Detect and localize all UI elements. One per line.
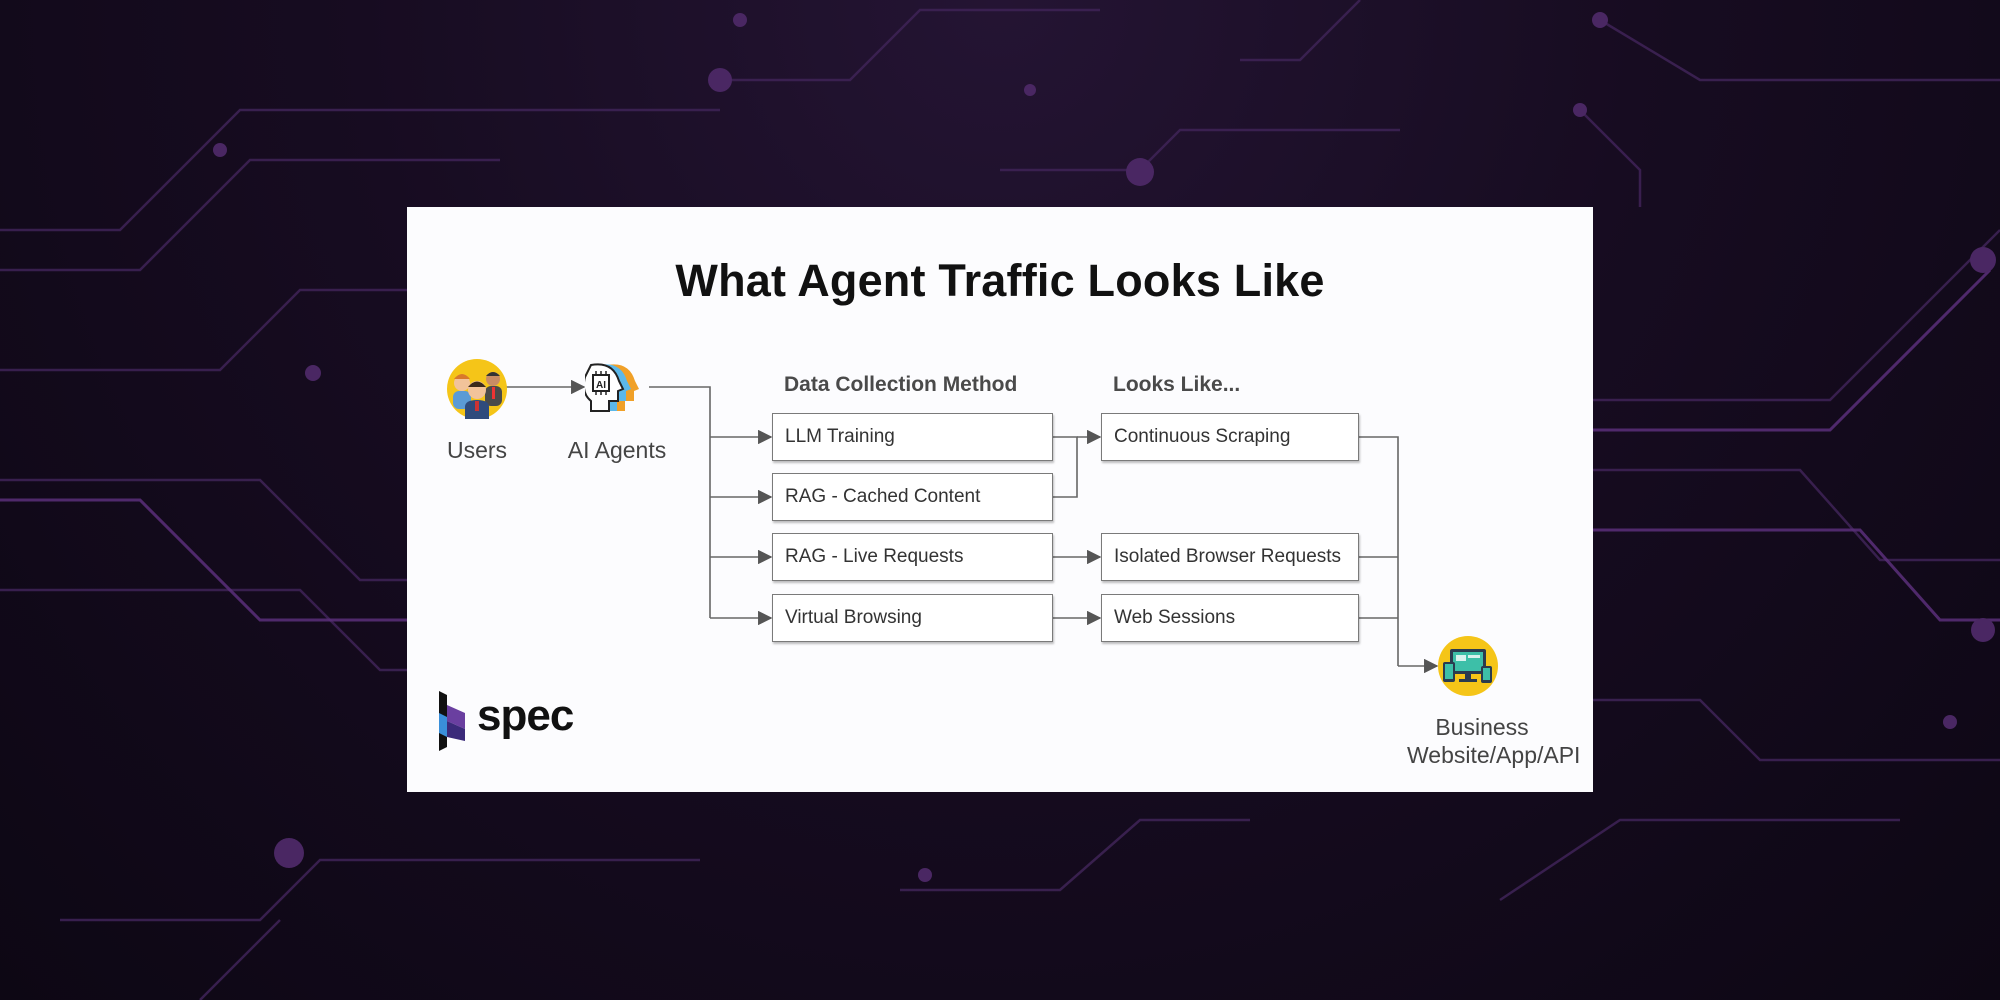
connector-lines	[502, 379, 1439, 674]
diagram-title: What Agent Traffic Looks Like	[675, 255, 1325, 306]
devices-icon	[1438, 636, 1498, 696]
users-group-icon	[447, 359, 507, 419]
business-label-line1: Business	[1435, 714, 1529, 740]
method-box-virtual-browsing: Virtual Browsing	[772, 594, 1053, 642]
business-label-line2: Website/App/API	[1407, 742, 1581, 768]
svg-text:AI: AI	[596, 380, 606, 391]
business-label: Business Website/App/API	[1407, 713, 1581, 769]
looks-box-web-sessions: Web Sessions	[1101, 594, 1359, 642]
spec-logo-text: spec	[477, 691, 574, 740]
method-box-rag-cached: RAG - Cached Content	[772, 473, 1053, 521]
spec-logo-icon	[439, 691, 465, 751]
ai-agents-label: AI Agents	[567, 437, 667, 463]
diagram-card: What Agent Traffic Looks Like	[407, 207, 1593, 792]
looks-like-column-header: Looks Like...	[1113, 373, 1241, 396]
ai-heads-icon: AI	[585, 363, 639, 412]
looks-box-continuous-scraping: Continuous Scraping	[1101, 413, 1359, 461]
users-label: Users	[446, 437, 508, 463]
method-box-llm-training: LLM Training	[772, 413, 1053, 461]
method-box-rag-live: RAG - Live Requests	[772, 533, 1053, 581]
looks-box-isolated-browser: Isolated Browser Requests	[1101, 533, 1359, 581]
method-column-header: Data Collection Method	[784, 373, 1018, 396]
